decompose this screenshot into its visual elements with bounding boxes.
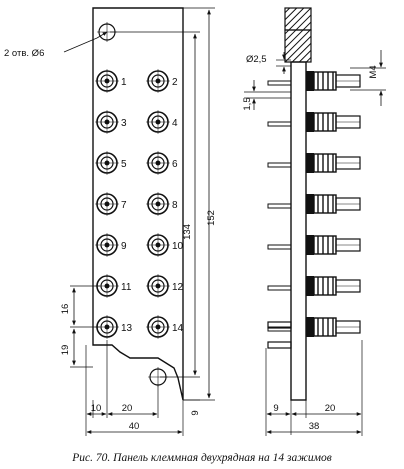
terminal-11: 11 bbox=[95, 274, 132, 298]
figure-caption: Рис. 70. Панель клеммная двухрядная на 1… bbox=[71, 452, 331, 464]
terminal-7: 7 bbox=[95, 192, 127, 216]
side-pin bbox=[267, 203, 292, 209]
terminal-2: 2 bbox=[146, 69, 178, 93]
terminal-label: 14 bbox=[172, 323, 184, 334]
terminal-13: 13 bbox=[95, 315, 133, 339]
panel-outline bbox=[92, 7, 184, 401]
side-stud bbox=[306, 317, 361, 337]
terminal-5: 5 bbox=[95, 151, 127, 175]
side-pin bbox=[267, 162, 292, 168]
side-stud bbox=[306, 71, 361, 91]
terminal-label: 7 bbox=[121, 200, 127, 211]
terminal-1: 1 bbox=[95, 69, 127, 93]
dim-20-side: 20 bbox=[325, 403, 336, 414]
side-pins bbox=[267, 80, 292, 332]
terminal-label: 10 bbox=[172, 241, 184, 252]
terminal-9: 9 bbox=[95, 233, 127, 257]
terminal-6: 6 bbox=[146, 151, 178, 175]
dim-9-bottom: 9 bbox=[190, 410, 201, 415]
section-hatch bbox=[284, 7, 312, 31]
terminal-label: 1 bbox=[121, 77, 127, 88]
side-stud bbox=[306, 194, 361, 214]
side-stud bbox=[306, 153, 361, 173]
dim-16: 16 bbox=[60, 304, 71, 315]
hole-note: 2 отв. Ø6 bbox=[4, 48, 44, 59]
side-view: Ø2,5 1,5 M4 9 20 38 bbox=[242, 7, 386, 436]
dim-step: 1,5 bbox=[242, 97, 253, 110]
dim-40: 40 bbox=[129, 421, 140, 432]
dim-10: 10 bbox=[91, 403, 102, 414]
terminal-8: 8 bbox=[146, 192, 178, 216]
terminal-label: 3 bbox=[121, 118, 127, 129]
dim-38: 38 bbox=[309, 421, 320, 432]
side-stud bbox=[306, 235, 361, 255]
terminal-label: 4 bbox=[172, 118, 178, 129]
side-pin bbox=[267, 326, 292, 332]
terminal-14: 14 bbox=[146, 315, 184, 339]
terminal-3: 3 bbox=[95, 110, 127, 134]
terminal-label: 6 bbox=[172, 159, 178, 170]
terminal-label: 13 bbox=[121, 323, 133, 334]
dim-thread: M4 bbox=[368, 65, 379, 78]
terminal-10: 10 bbox=[146, 233, 184, 257]
side-plate bbox=[290, 61, 307, 401]
dim-152: 152 bbox=[206, 210, 217, 226]
dim-9-side: 9 bbox=[273, 403, 278, 414]
terminal-label: 5 bbox=[121, 159, 127, 170]
terminal-label: 2 bbox=[172, 77, 178, 88]
terminal-label: 9 bbox=[121, 241, 127, 252]
side-pin bbox=[267, 80, 292, 86]
dim-hole-dia: Ø2,5 bbox=[246, 54, 267, 65]
terminal-label: 12 bbox=[172, 282, 184, 293]
side-stud bbox=[306, 112, 361, 132]
dim-20-front: 20 bbox=[122, 403, 133, 414]
side-stud bbox=[306, 276, 361, 296]
terminal-12: 12 bbox=[146, 274, 184, 298]
terminal-4: 4 bbox=[146, 110, 178, 134]
side-pin bbox=[267, 244, 292, 250]
dim-19: 19 bbox=[60, 345, 71, 356]
side-studs bbox=[306, 71, 361, 337]
terminal-label: 8 bbox=[172, 200, 178, 211]
terminal-label: 11 bbox=[121, 282, 132, 293]
dim-134: 134 bbox=[182, 224, 193, 240]
side-pin bbox=[267, 285, 292, 291]
side-pin bbox=[267, 121, 292, 127]
